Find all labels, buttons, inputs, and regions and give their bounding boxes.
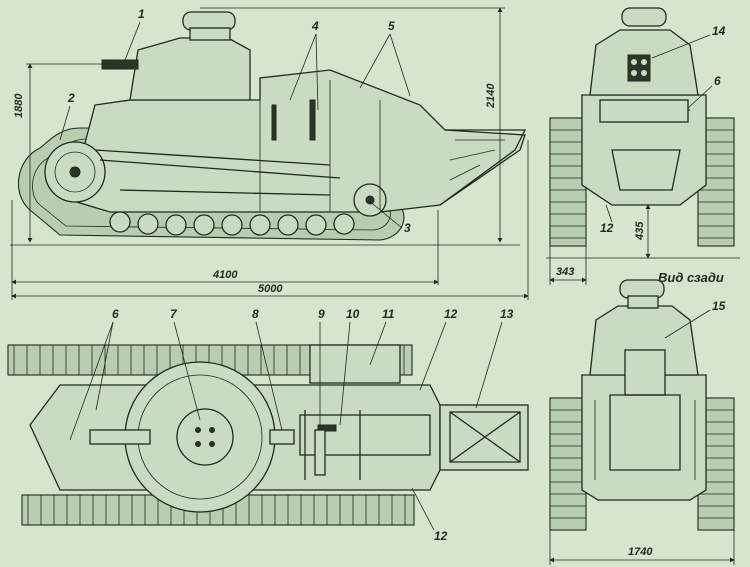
side-hull — [69, 69, 526, 213]
dim-track-width: 343 — [556, 266, 574, 278]
front-dimensions: 435 343 — [546, 204, 740, 285]
top-callout-11: 11 — [382, 307, 395, 321]
side-turret — [129, 37, 251, 101]
top-callout-12-upper: 12 — [444, 307, 458, 321]
top-callout-13: 13 — [500, 307, 514, 321]
top-callout-7: 7 — [170, 307, 178, 321]
top-callout-6: 6 — [112, 307, 119, 321]
top-callout-9: 9 — [318, 307, 325, 321]
dim-hull-length: 4100 — [212, 269, 238, 281]
side-road-wheels — [109, 211, 355, 236]
side-callout-1: 1 — [138, 7, 145, 21]
rear-hull — [581, 374, 707, 501]
rear-view: Вид сзади 15 1740 — [549, 270, 735, 565]
dim-total-height: 2140 — [485, 83, 497, 109]
dim-ground-clearance: 435 — [634, 221, 646, 241]
top-callout-8: 8 — [252, 307, 259, 321]
rear-callout-15: 15 — [712, 299, 726, 313]
side-callout-5: 5 — [388, 19, 395, 33]
side-callout-2: 2 — [67, 91, 75, 105]
side-dimensions: 1880 2140 4100 5000 — [10, 7, 529, 300]
front-callout-14: 14 — [712, 24, 726, 38]
dim-hull-height: 1880 — [13, 93, 25, 118]
side-view: 1 2 3 4 5 1880 2140 4100 5000 — [10, 7, 529, 300]
top-callout-10: 10 — [346, 307, 360, 321]
front-callout-6: 6 — [714, 74, 721, 88]
rear-dimensions: 1740 — [549, 530, 735, 565]
dim-total-width: 1740 — [628, 546, 653, 558]
top-callout-12-lower: 12 — [434, 529, 448, 543]
front-view: 14 6 12 435 343 — [546, 7, 740, 285]
side-callout-4: 4 — [311, 19, 319, 33]
side-callout-3: 3 — [404, 221, 411, 235]
rear-turret — [589, 305, 699, 376]
dim-total-length: 5000 — [258, 283, 283, 295]
rear-view-caption: Вид сзади — [658, 270, 724, 285]
top-view: 6 7 8 9 10 11 12 13 12 — [7, 307, 529, 543]
front-callout-12: 12 — [600, 221, 614, 235]
